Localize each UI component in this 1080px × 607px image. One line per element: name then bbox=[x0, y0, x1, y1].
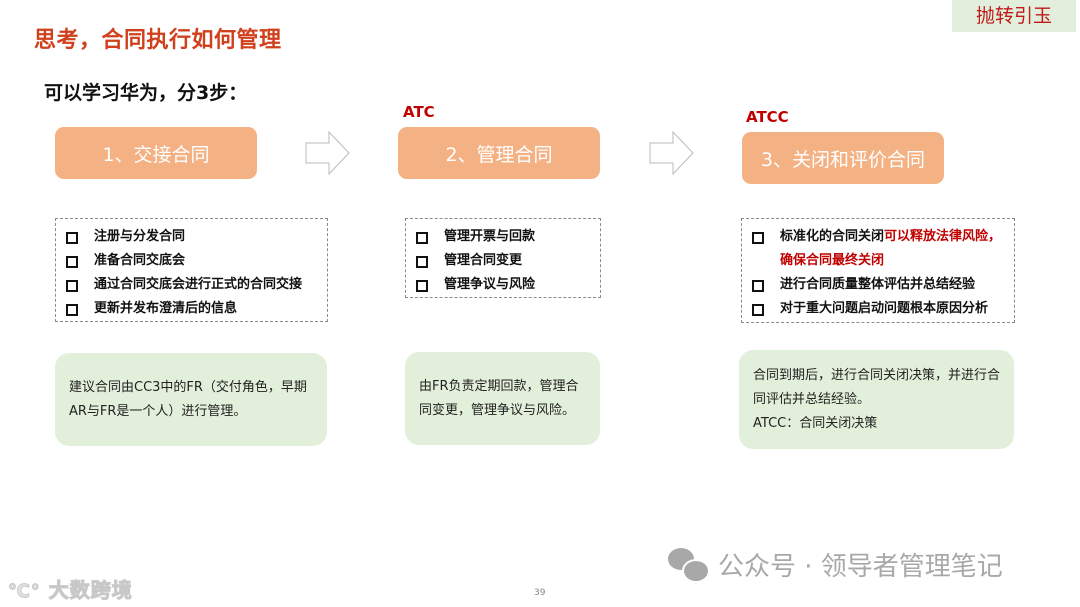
hollow-square-bullet-icon bbox=[752, 280, 764, 292]
list-item: 管理争议与风险 bbox=[414, 273, 592, 297]
list-item: 通过合同交底会进行正式的合同交接 bbox=[64, 273, 319, 297]
step-2-list: 管理开票与回款 管理合同变更 管理争议与风险 bbox=[405, 218, 601, 298]
list-item: 进行合同质量整体评估并总结经验 bbox=[750, 273, 1006, 297]
watermark-wechat: 公众号 · 领导者管理笔记 bbox=[668, 546, 1003, 583]
highlight-text: 可以释放法律风险，确保合同最终关闭 bbox=[780, 229, 1002, 268]
list-item: 更新并发布澄清后的信息 bbox=[64, 297, 319, 321]
page-title: 思考，合同执行如何管理 bbox=[34, 28, 282, 53]
hollow-square-bullet-icon bbox=[416, 232, 428, 244]
hollow-square-bullet-icon bbox=[752, 304, 764, 316]
tag-badge: 抛转引玉 bbox=[952, 0, 1076, 32]
wechat-icon bbox=[668, 547, 710, 583]
list-item: 对于重大问题启动问题根本原因分析 bbox=[750, 297, 1006, 321]
page-number: 39 bbox=[534, 588, 546, 598]
step-3-note: 合同到期后，进行合同关闭决策，并进行合同评估并总结经验。 ATCC：合同关闭决策 bbox=[739, 350, 1014, 449]
hollow-square-bullet-icon bbox=[66, 304, 78, 316]
list-item: 管理合同变更 bbox=[414, 249, 592, 273]
hollow-square-bullet-icon bbox=[66, 232, 78, 244]
right-arrow-icon bbox=[649, 131, 694, 175]
hollow-square-bullet-icon bbox=[66, 280, 78, 292]
step-1-box: 1、交接合同 bbox=[55, 127, 257, 179]
step-2-title: 2、管理合同 bbox=[445, 143, 553, 166]
step-1-list: 注册与分发合同 准备合同交底会 通过合同交底会进行正式的合同交接 更新并发布澄清… bbox=[55, 218, 328, 322]
hollow-square-bullet-icon bbox=[416, 256, 428, 268]
step-3-list: 标准化的合同关闭可以释放法律风险，确保合同最终关闭 进行合同质量整体评估并总结经… bbox=[741, 218, 1015, 323]
step-2-box: 2、管理合同 bbox=[398, 127, 600, 179]
list-item: 标准化的合同关闭可以释放法律风险，确保合同最终关闭 bbox=[750, 225, 1006, 273]
hollow-square-bullet-icon bbox=[416, 280, 428, 292]
step-3-title: 3、关闭和评价合同 bbox=[760, 148, 926, 171]
logo-icon: ℃° bbox=[8, 581, 41, 603]
step-1-note: 建议合同由CC3中的FR（交付角色，早期AR与FR是一个人）进行管理。 bbox=[55, 353, 327, 446]
hollow-square-bullet-icon bbox=[752, 232, 764, 244]
step-3-label: ATCC bbox=[746, 108, 789, 126]
hollow-square-bullet-icon bbox=[66, 256, 78, 268]
page-subtitle: 可以学习华为，分3步： bbox=[44, 82, 248, 104]
right-arrow-icon bbox=[305, 131, 350, 175]
step-2-label: ATC bbox=[403, 103, 435, 121]
step-2-note: 由FR负责定期回款，管理合同变更，管理争议与风险。 bbox=[405, 352, 600, 445]
step-1-title: 1、交接合同 bbox=[102, 143, 210, 166]
list-item: 注册与分发合同 bbox=[64, 225, 319, 249]
list-item: 管理开票与回款 bbox=[414, 225, 592, 249]
watermark-logo: ℃° 大数跨境 bbox=[8, 578, 133, 603]
step-3-box: 3、关闭和评价合同 bbox=[742, 132, 944, 184]
list-item: 准备合同交底会 bbox=[64, 249, 319, 273]
